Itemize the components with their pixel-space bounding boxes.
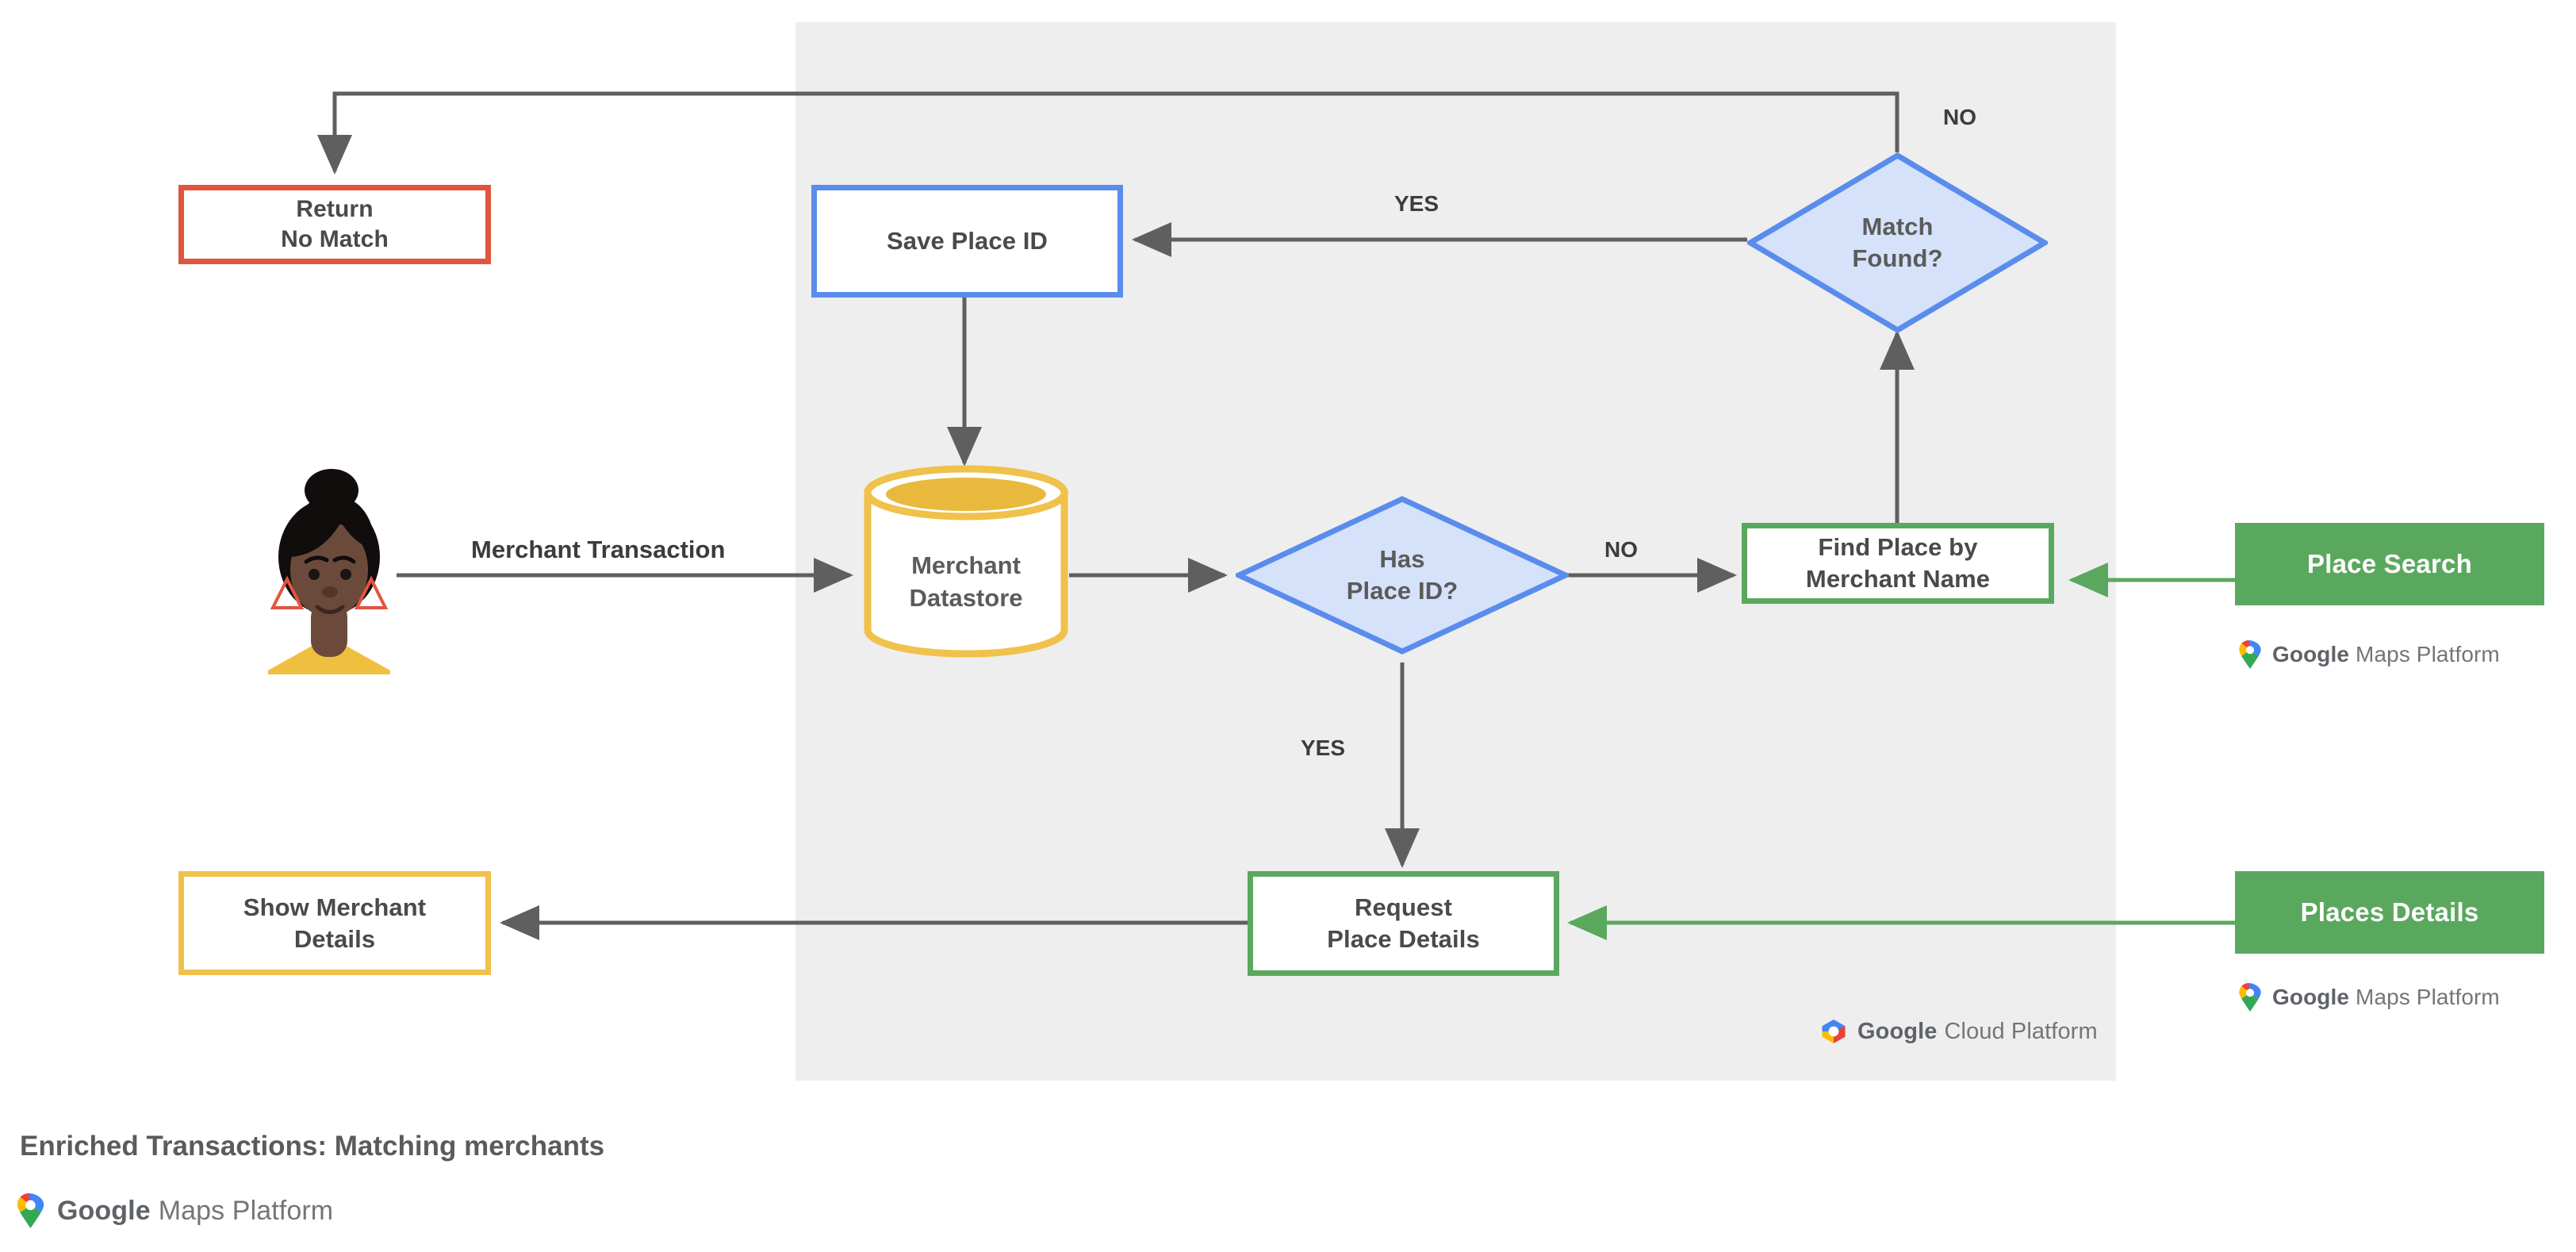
maps-platform-product: Maps Platform <box>2356 985 2500 1009</box>
show-merchant-details-line2: Details <box>293 924 376 953</box>
node-find-place-by-merchant-name[interactable]: Find Place by Merchant Name <box>1742 523 2054 604</box>
has-place-id-line2: Place ID? <box>1346 577 1459 605</box>
request-place-details-line2: Place Details <box>1327 925 1480 953</box>
match-found-line1: Match <box>1861 212 1934 240</box>
node-match-found[interactable]: Match Found? <box>1747 152 2048 333</box>
places-details-label: Places Details <box>2300 897 2479 927</box>
maps-platform-product: Maps Platform <box>2356 642 2500 666</box>
edge-label-no-has-place-id: NO <box>1604 537 1638 562</box>
api-chip-places-details[interactable]: Places Details <box>2235 871 2544 954</box>
find-place-line1: Find Place by <box>1818 533 1978 562</box>
node-request-place-details[interactable]: Request Place Details <box>1248 871 1559 976</box>
node-show-merchant-details[interactable]: Show Merchant Details <box>178 871 491 975</box>
google-maps-pin-icon <box>2239 983 2261 1012</box>
maps-platform-brand: Google <box>2272 642 2350 666</box>
avatar <box>262 468 397 674</box>
node-has-place-id[interactable]: Has Place ID? <box>1236 496 1569 655</box>
maps-platform-brand: Google <box>57 1195 151 1226</box>
place-search-label: Place Search <box>2307 549 2472 578</box>
cloud-platform-product: Cloud Platform <box>1944 1018 2098 1044</box>
cloud-platform-brand: Google <box>1857 1018 1938 1044</box>
google-cloud-hexagon-icon <box>1822 1020 1846 1043</box>
edge-label-yes-has-place-id: YES <box>1301 735 1346 760</box>
request-place-details-line1: Request <box>1354 893 1452 922</box>
page-title: Enriched Transactions: Matching merchant… <box>20 1131 605 1162</box>
api-chip-place-search[interactable]: Place Search <box>2235 523 2544 605</box>
edge-label-merchant-transaction: Merchant Transaction <box>471 536 726 563</box>
return-no-match-line2: No Match <box>281 226 389 252</box>
has-place-id-line1: Has <box>1379 544 1425 573</box>
merchant-datastore-line2: Datastore <box>909 583 1023 612</box>
maps-platform-product: Maps Platform <box>158 1195 334 1226</box>
return-no-match-line1: Return <box>296 195 374 222</box>
merchant-datastore-line1: Merchant <box>911 551 1021 580</box>
node-save-place-id[interactable]: Save Place ID <box>811 185 1123 298</box>
match-found-line2: Found? <box>1852 244 1943 272</box>
google-maps-pin-icon <box>2239 640 2261 669</box>
maps-platform-brand: Google <box>2272 985 2350 1009</box>
node-merchant-datastore[interactable]: Merchant Datastore <box>863 464 1069 659</box>
node-return-no-match[interactable]: Return No Match <box>178 185 491 264</box>
edge-label-yes-match-found: YES <box>1394 191 1439 216</box>
save-place-id-label: Save Place ID <box>887 227 1048 255</box>
find-place-line2: Merchant Name <box>1805 565 1991 593</box>
google-maps-pin-icon <box>17 1193 44 1228</box>
show-merchant-details-line1: Show Merchant <box>243 893 427 921</box>
edge-label-no-match-found: NO <box>1943 105 1976 129</box>
